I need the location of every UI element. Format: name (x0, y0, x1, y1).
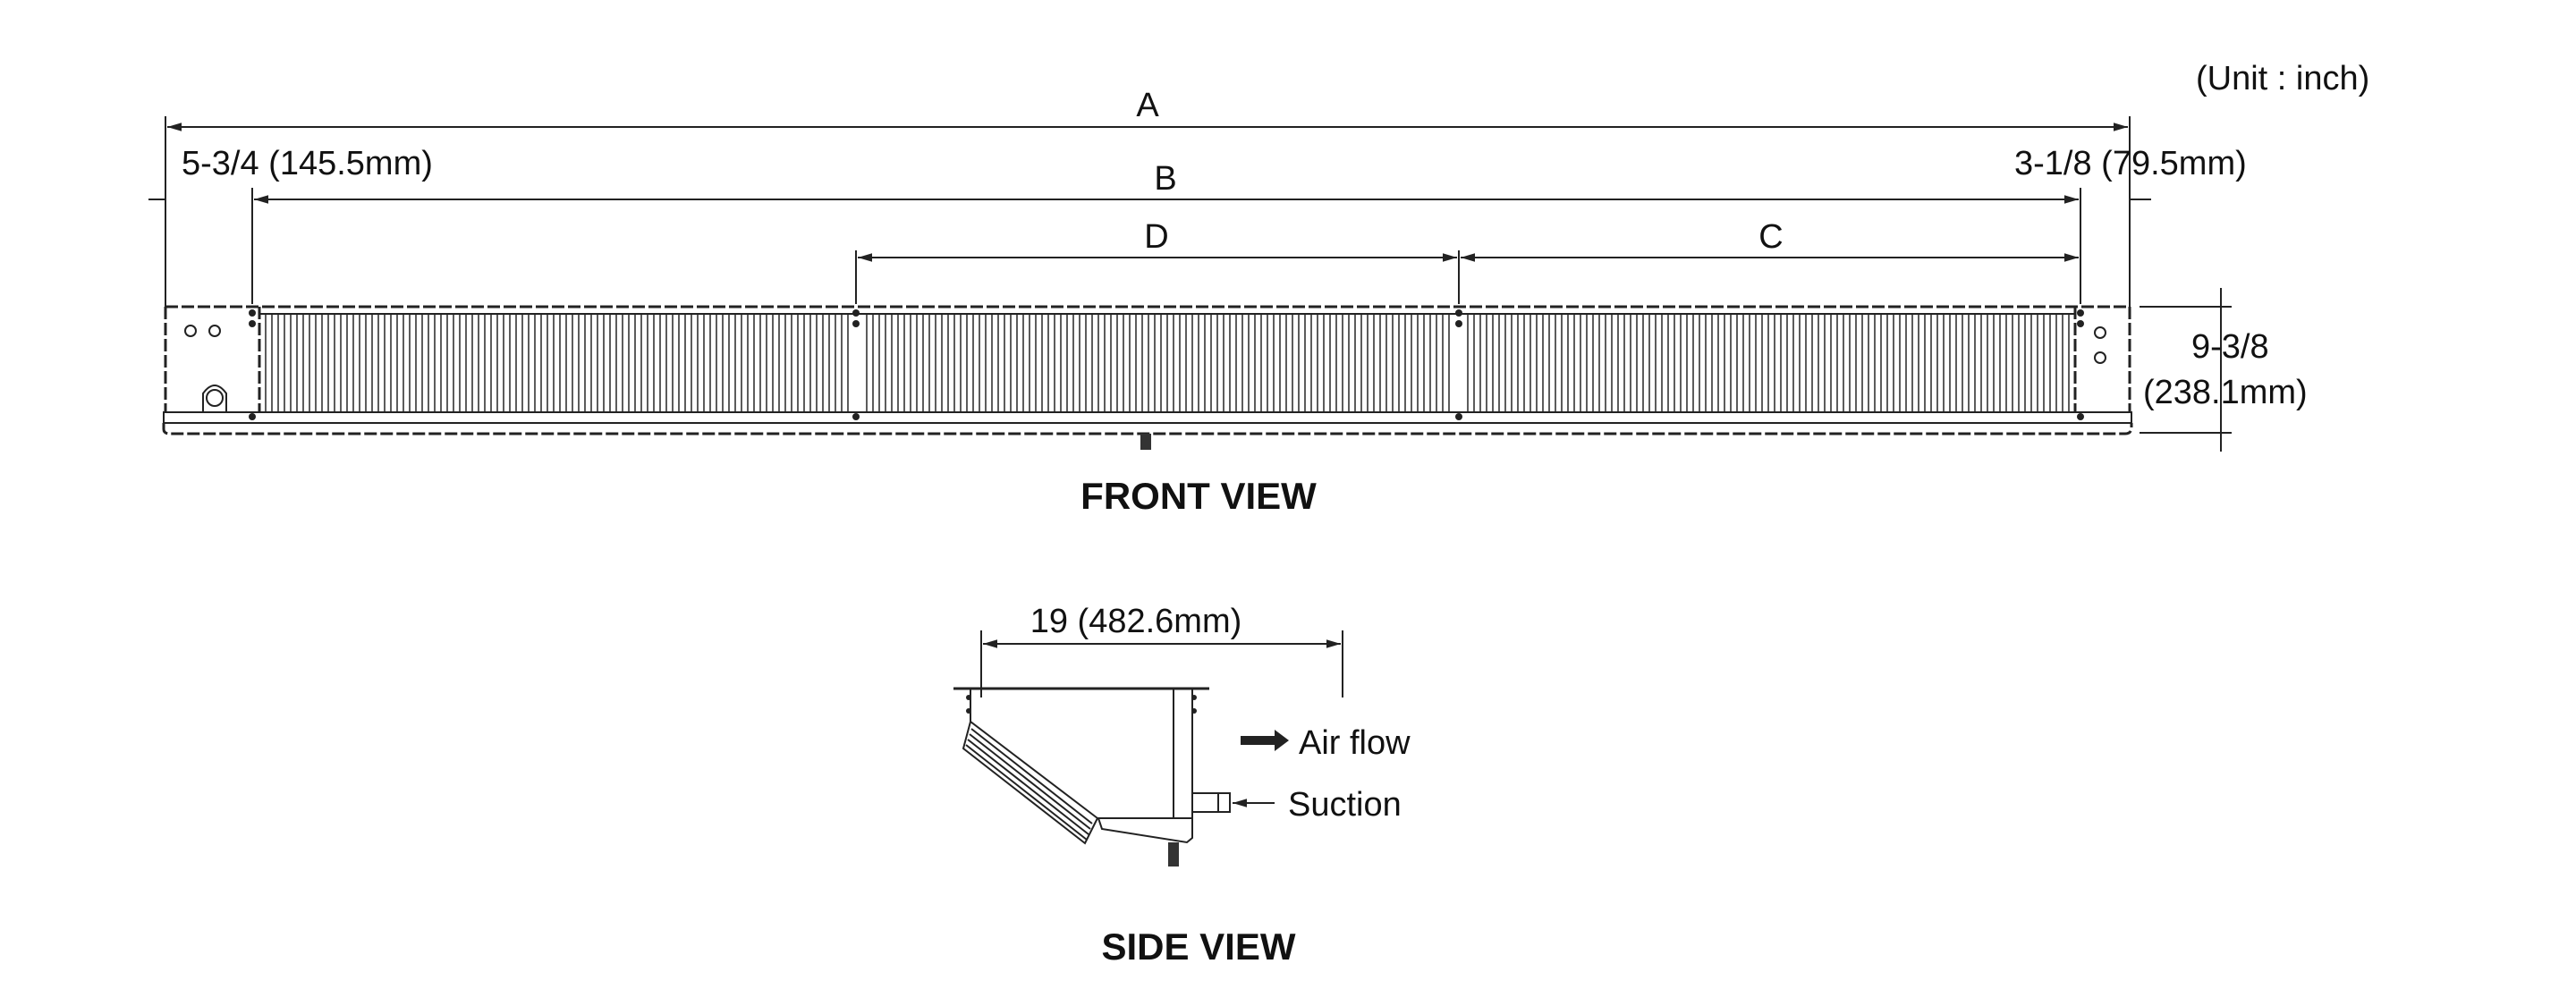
suction-pipe (1191, 792, 1231, 813)
side-coil (962, 720, 1099, 845)
front-view-title: FRONT VIEW (1080, 475, 1317, 517)
dim-a-label: A (1136, 87, 1159, 124)
side-view-title: SIDE VIEW (1101, 926, 1295, 968)
air-flow-label: Air flow (1299, 724, 1411, 762)
side-view-unit: 19 (482.6mm) Suction Air flow (953, 603, 1411, 867)
coil-section-2 (862, 314, 1453, 412)
drain-tray (1097, 817, 1193, 844)
dim-b-label: B (1154, 160, 1176, 198)
suction-label: Suction (1288, 786, 1402, 824)
dim-d-label: D (1144, 218, 1168, 256)
left-offset-label: 5-3/4 (145.5mm) (182, 145, 433, 182)
depth-label: 19 (482.6mm) (1030, 603, 1242, 640)
dim-c-label: C (1758, 218, 1783, 256)
air-flow-arrow-icon (1241, 730, 1289, 751)
right-offset-label: 3-1/8 (79.5mm) (2014, 145, 2247, 182)
height-mm-label: (238.1mm) (2143, 374, 2308, 411)
coil-section-3 (1466, 314, 2072, 412)
front-view-unit (162, 305, 2133, 450)
height-in-label: 9-3/8 (2191, 328, 2269, 366)
side-drain-fitting (1168, 842, 1179, 867)
unit-note: (Unit : inch) (2196, 60, 2369, 97)
coil-section-1 (264, 314, 851, 412)
drain-fitting (1140, 434, 1151, 450)
front-view-dimensions: A B 5-3/4 (145.5mm) 3-1/8 (79.5mm) D C 9… (148, 87, 2308, 452)
